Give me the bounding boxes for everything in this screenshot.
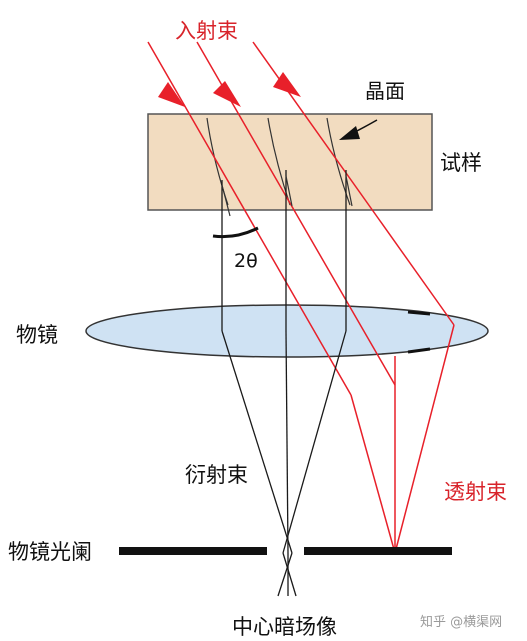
diffracted-beam-label: 衍射束 xyxy=(185,463,248,487)
incident-beam-label: 入射束 xyxy=(175,19,238,43)
objective-lens-label: 物镜 xyxy=(16,323,58,347)
crystal-plane-label: 晶面 xyxy=(365,79,405,103)
angle-label: 2θ xyxy=(234,250,258,272)
watermark-label: 知乎 @横渠网 xyxy=(420,614,502,630)
angle-arc xyxy=(212,226,259,239)
image-title-label: 中心暗场像 xyxy=(232,615,337,639)
aperture-right xyxy=(304,547,452,555)
crystal-plane-arrowhead xyxy=(339,126,360,140)
transmitted-beams xyxy=(350,324,455,554)
diffracted-beams xyxy=(221,170,347,597)
objective-lens xyxy=(85,304,489,358)
transmitted-beam-label: 透射束 xyxy=(444,480,507,504)
objective-aperture-label: 物镜光阑 xyxy=(8,540,92,564)
diffraction-origin-marks xyxy=(221,175,353,217)
aperture-left xyxy=(119,547,267,555)
lens-edge-mark xyxy=(407,347,431,354)
lens-edge-mark xyxy=(407,310,431,316)
incident-arrowheads xyxy=(158,72,301,107)
specimen-label: 试样 xyxy=(440,151,482,175)
